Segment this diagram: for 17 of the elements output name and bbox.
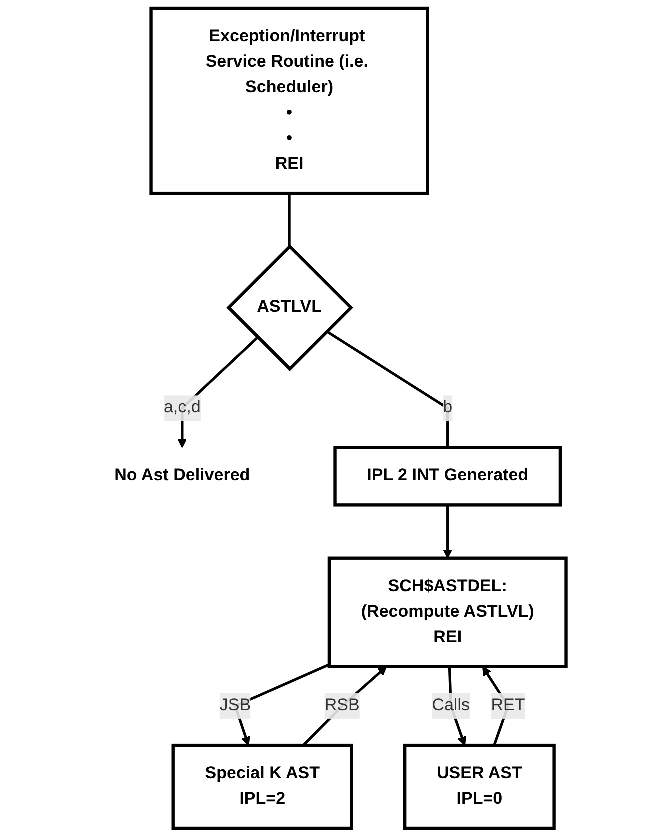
- node-diamond: ASTLVL: [226, 244, 354, 372]
- node-box: IPL 2 INT Generated: [334, 446, 562, 507]
- edge-label: JSB: [220, 696, 252, 715]
- node-box: SCH$ASTDEL: (Recompute ASTLVL) REI: [328, 556, 568, 668]
- node-box: USER AST IPL=0: [403, 744, 556, 830]
- node-text: No Ast Delivered: [114, 466, 250, 485]
- edge-label: b: [443, 398, 453, 417]
- connector: [326, 330, 450, 448]
- arrow: [443, 505, 453, 559]
- edge-label: a,c,d: [164, 398, 201, 417]
- edge-label: Calls: [432, 696, 470, 715]
- edge-label: RSB: [324, 696, 360, 715]
- node-box: Exception/Interrupt Service Routine (i.e. Scheduler) • • REI: [150, 6, 430, 196]
- edge-label: RET: [491, 696, 526, 715]
- node-box: Special K AST IPL=2: [172, 744, 354, 830]
- connector: [288, 194, 291, 247]
- arrow: [302, 666, 388, 746]
